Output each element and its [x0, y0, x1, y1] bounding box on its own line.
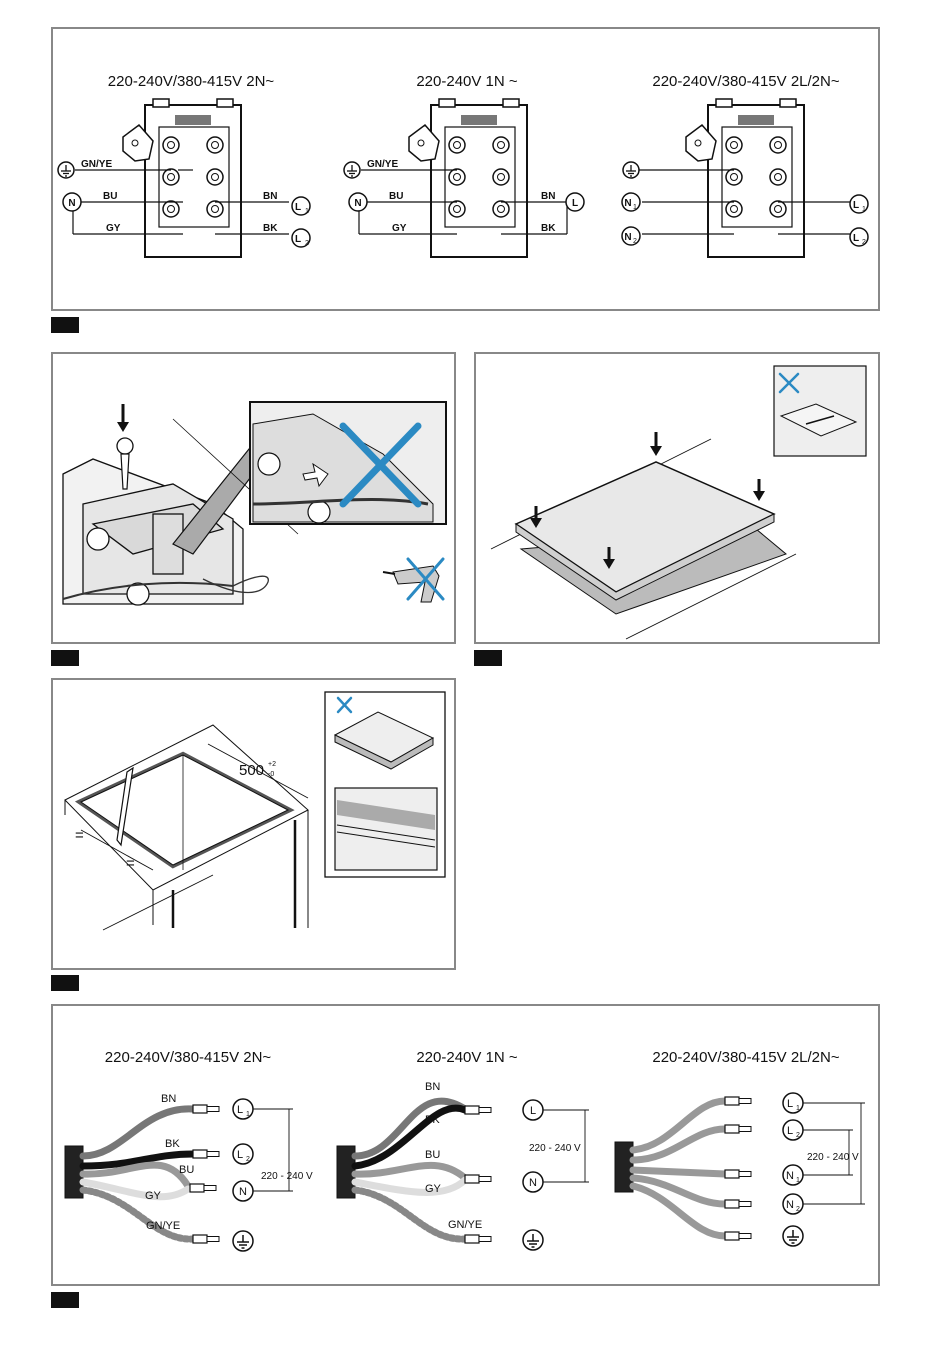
svg-text:BN: BN	[263, 191, 277, 202]
diagram-title-2n: 220-240V/380-415V 2N~	[108, 73, 275, 90]
neutral-terminal-icon	[62, 192, 82, 212]
svg-text:N: N	[624, 232, 631, 243]
strain-relief-illustration	[62, 401, 447, 606]
cutout-illustration: 500 +2 -0 = =	[64, 691, 446, 931]
svg-text:BK: BK	[425, 1114, 440, 1126]
l2-terminal-icon	[291, 228, 311, 248]
diagram-title-1n: 220-240V 1N ~	[416, 73, 518, 90]
svg-text:1: 1	[862, 206, 866, 213]
svg-text:L: L	[853, 200, 859, 211]
svg-text:2: 2	[796, 1206, 800, 1213]
earth-icon	[57, 161, 75, 179]
svg-text:L: L	[787, 1125, 793, 1137]
cross-icon	[339, 422, 422, 508]
figure-hob-insert	[474, 352, 880, 644]
figure-cutout-dimensions: 500 +2 -0 = =	[51, 678, 456, 970]
svg-text:BN: BN	[541, 191, 555, 202]
svg-text:BK: BK	[165, 1138, 180, 1150]
svg-text:GN/YE: GN/YE	[448, 1219, 482, 1231]
svg-text:220-240V/380-415V 2N~: 220-240V/380-415V 2N~	[105, 1049, 272, 1066]
svg-text:1: 1	[305, 208, 309, 215]
svg-text:GY: GY	[392, 223, 407, 234]
svg-text:GN/YE: GN/YE	[81, 159, 112, 170]
svg-text:L: L	[787, 1098, 793, 1110]
cable-connections-diagram: 220-240V/380-415V 2N~ BN BK BU GY GN/YE …	[64, 1049, 865, 1252]
svg-text:L: L	[530, 1105, 536, 1117]
no-power-drill-icon	[382, 557, 445, 603]
svg-text:N: N	[354, 198, 361, 209]
svg-text:BN: BN	[161, 1093, 176, 1105]
svg-text:2: 2	[305, 240, 309, 247]
svg-text:L: L	[295, 202, 301, 213]
svg-text:2: 2	[633, 238, 637, 245]
svg-text:2: 2	[796, 1132, 800, 1139]
svg-text:BN: BN	[425, 1081, 440, 1093]
svg-text:1: 1	[633, 204, 637, 211]
svg-text:2: 2	[246, 1156, 250, 1163]
svg-text:+2: +2	[268, 761, 276, 768]
svg-text:220-240V/380-415V 2L/2N~: 220-240V/380-415V 2L/2N~	[652, 1049, 839, 1066]
svg-text:BU: BU	[179, 1164, 194, 1176]
figure-number-tag	[51, 317, 79, 333]
svg-text:BK: BK	[263, 223, 278, 234]
cross-icon	[778, 372, 800, 394]
svg-text:L: L	[853, 233, 859, 244]
svg-text:N: N	[624, 198, 631, 209]
svg-text:BU: BU	[103, 191, 117, 202]
terminal-wiring-diagram: 220-240V/380-415V 2N~ GN/YE N BU GY BN B…	[57, 73, 869, 258]
svg-text:2: 2	[862, 239, 866, 246]
svg-text:GY: GY	[106, 223, 121, 234]
figure-terminal-wiring: 220-240V/380-415V 2N~ GN/YE N BU GY BN B…	[51, 27, 880, 311]
svg-text:BU: BU	[389, 191, 403, 202]
svg-text:N: N	[529, 1177, 537, 1189]
cross-icon	[336, 696, 353, 714]
svg-text:BU: BU	[425, 1149, 440, 1161]
svg-text:N: N	[68, 198, 75, 209]
svg-text:L: L	[295, 234, 301, 245]
diagram-title-2l2n: 220-240V/380-415V 2L/2N~	[652, 73, 839, 90]
svg-text:L: L	[237, 1104, 243, 1116]
hob-insert-illustration	[490, 365, 867, 640]
figure-cable-connections: 220-240V/380-415V 2N~ BN BK BU GY GN/YE …	[51, 1004, 880, 1286]
svg-text:N: N	[786, 1170, 794, 1182]
svg-text:220-240V 1N ~: 220-240V 1N ~	[416, 1049, 518, 1066]
svg-text:N: N	[786, 1199, 794, 1211]
svg-text:GN/YE: GN/YE	[146, 1220, 180, 1232]
svg-text:N: N	[239, 1186, 247, 1198]
svg-text:BK: BK	[541, 223, 556, 234]
svg-text:1: 1	[796, 1105, 800, 1112]
l1-terminal-icon	[291, 196, 311, 216]
svg-text:220 - 240 V: 220 - 240 V	[261, 1171, 313, 1182]
svg-text:1: 1	[796, 1177, 800, 1184]
figure-strain-relief	[51, 352, 456, 644]
svg-text:L: L	[572, 198, 578, 209]
svg-text:=: =	[126, 855, 135, 872]
svg-text:L: L	[237, 1149, 243, 1161]
svg-text:GY: GY	[145, 1190, 162, 1202]
svg-text:GY: GY	[425, 1183, 442, 1195]
svg-text:-0: -0	[268, 771, 274, 778]
cutout-dimension: 500	[239, 762, 264, 779]
svg-text:220 - 240 V: 220 - 240 V	[807, 1152, 859, 1163]
svg-text:GN/YE: GN/YE	[367, 159, 398, 170]
svg-text:220 - 240 V: 220 - 240 V	[529, 1143, 581, 1154]
svg-text:1: 1	[246, 1111, 250, 1118]
svg-text:=: =	[75, 827, 84, 844]
